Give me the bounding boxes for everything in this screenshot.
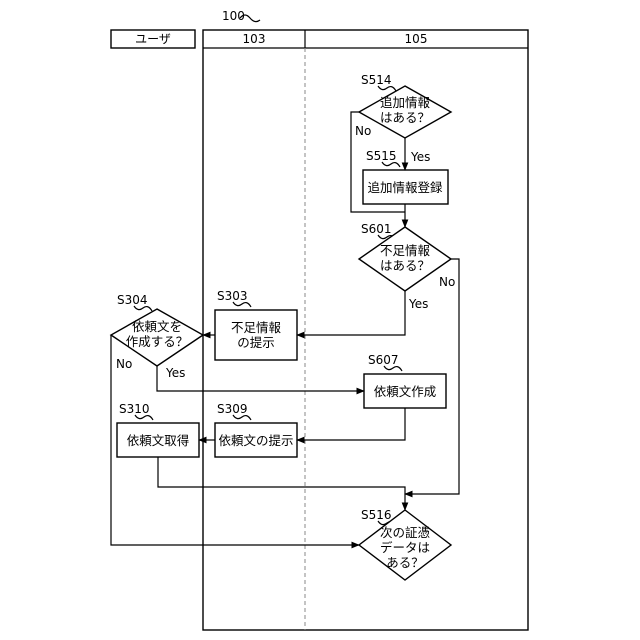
decision-s601-line1: 不足情報 <box>380 243 431 258</box>
arrow-s310-to-s516 <box>158 457 405 510</box>
decision-s516-line1: 次の証憑 <box>380 525 431 540</box>
arrow-s601-yes-to-s303 <box>297 291 405 335</box>
decision-s514-line1: 追加情報 <box>380 95 431 110</box>
process-s515-text: 追加情報登録 <box>367 180 443 195</box>
decision-s304-line1: 依頼文を <box>132 319 182 334</box>
step-id-s514: S514 <box>361 73 392 87</box>
process-s310-text: 依頼文取得 <box>127 433 190 448</box>
decision-s516-line3: ある？ <box>386 555 424 570</box>
process-s303-line1: 不足情報 <box>231 320 282 335</box>
branch-no-s514: No <box>355 124 371 138</box>
step-id-s607: S607 <box>368 353 399 367</box>
lane-title-user: ユーザ <box>135 32 171 46</box>
branch-yes-s514: Yes <box>410 150 430 164</box>
step-id-s303: S303 <box>217 289 248 303</box>
step-id-s601: S601 <box>361 222 392 236</box>
decision-s514-line2: はある？ <box>380 110 430 125</box>
step-id-s516: S516 <box>361 508 392 522</box>
lane-title-105: 105 <box>405 32 428 46</box>
arrow-s304-yes-to-s607 <box>157 366 364 391</box>
decision-s516-line2: データは <box>380 540 430 555</box>
arrow-s607-to-s309 <box>297 408 405 440</box>
step-id-s515: S515 <box>366 149 397 163</box>
process-s303-line2: の提示 <box>237 335 275 350</box>
process-s309-text: 依頼文の提示 <box>218 433 293 448</box>
process-s607-text: 依頼文作成 <box>374 384 437 399</box>
step-id-s310: S310 <box>119 402 150 416</box>
branch-no-s601: No <box>439 275 455 289</box>
branch-yes-s601: Yes <box>408 297 428 311</box>
decision-s601-line2: はある？ <box>380 258 430 273</box>
step-id-s304: S304 <box>117 293 148 307</box>
branch-no-s304: No <box>116 357 132 371</box>
branch-yes-s304: Yes <box>165 366 185 380</box>
lane-title-103: 103 <box>243 32 266 46</box>
decision-s304-line2: 作成する？ <box>126 334 189 349</box>
step-id-s309: S309 <box>217 402 248 416</box>
